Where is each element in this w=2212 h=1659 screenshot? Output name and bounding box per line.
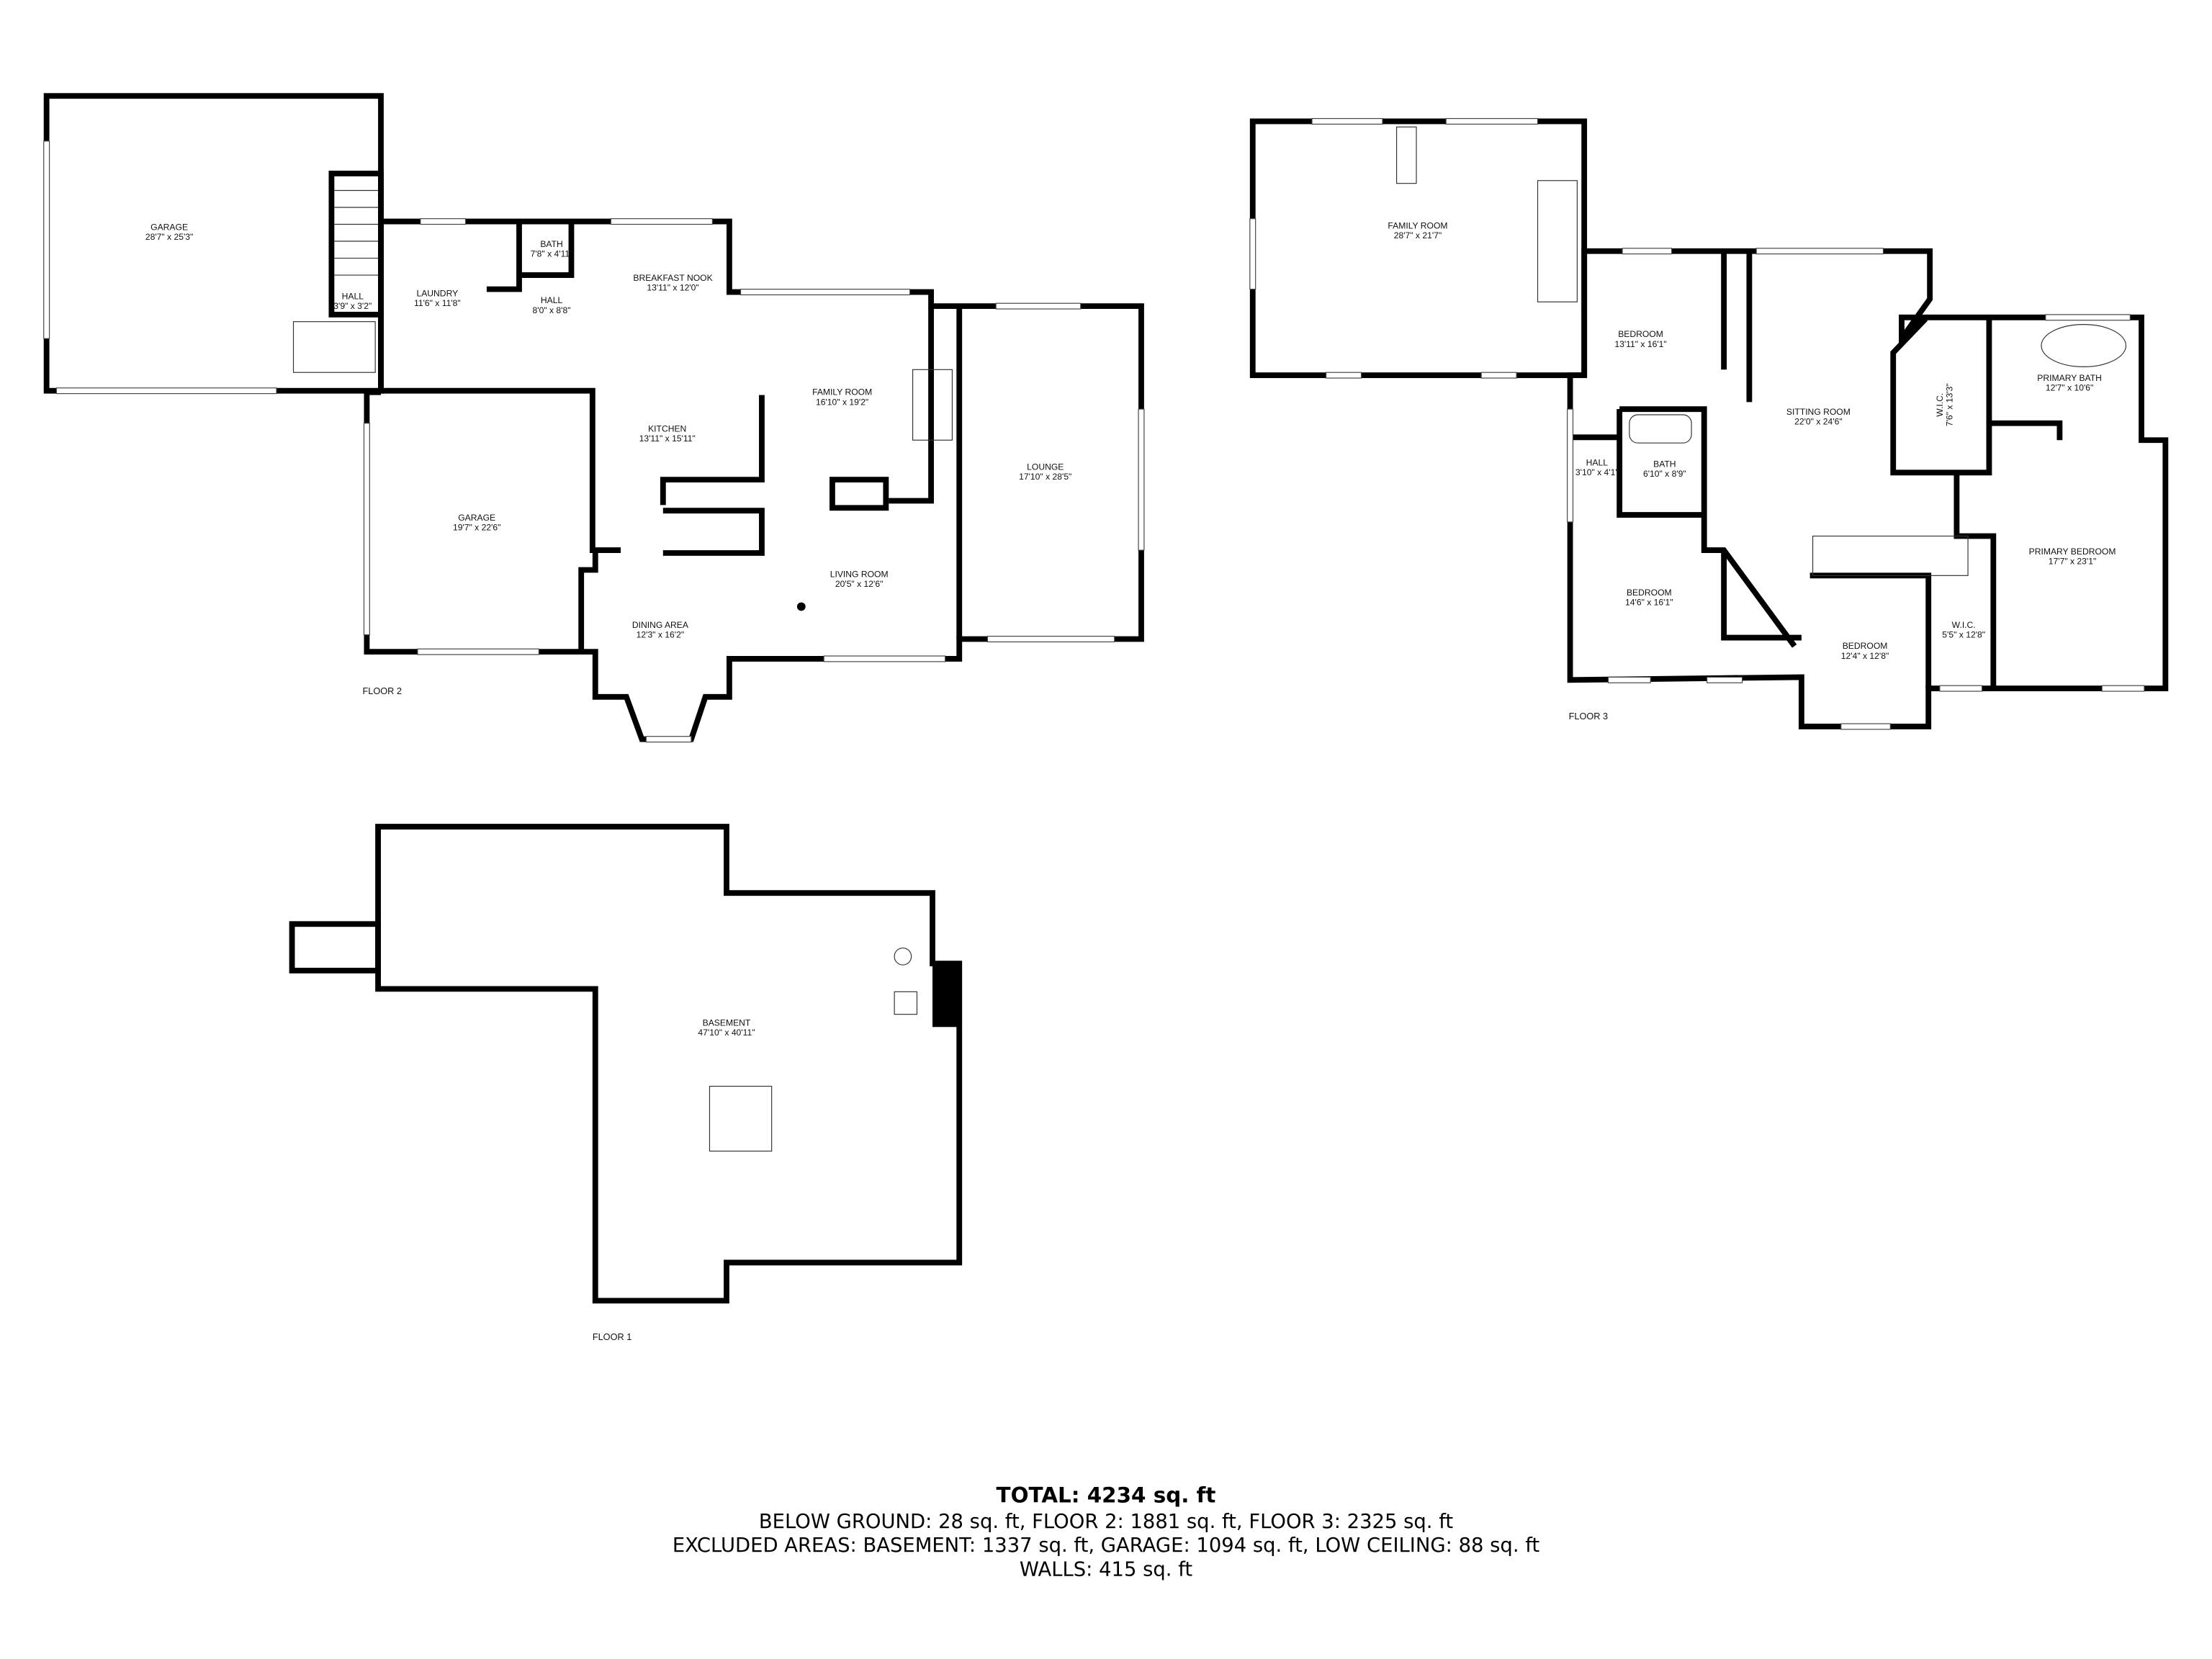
room-dims: 20'5" x 12'6" <box>835 579 884 589</box>
total-area: TOTAL: 4234 sq. ft <box>997 1483 1216 1508</box>
room-name: PRIMARY BEDROOM <box>2029 547 2116 557</box>
interior-wall <box>518 221 575 278</box>
room-name: BASEMENT <box>703 1017 751 1028</box>
fireplace <box>912 369 953 441</box>
cabinet <box>830 477 889 511</box>
room-labels-floor-3: FAMILY ROOM 28'7" x 21'7" BEDROOM 13'11"… <box>1388 220 2116 721</box>
room-dims: 6'10" x 8'9" <box>1643 469 1686 479</box>
bathtub <box>2041 324 2127 367</box>
windows <box>1249 117 2145 730</box>
area-summary: TOTAL: 4234 sq. ft BELOW GROUND: 28 sq. … <box>673 1483 1540 1581</box>
interior-wall <box>662 508 765 556</box>
room-name: BATH <box>540 239 562 249</box>
room-labels-floor-1: BASEMENT 47'10" x 40'11" FLOOR 1 <box>593 1017 755 1342</box>
room-dims: 3'9" x 3'2" <box>333 301 372 311</box>
floor-1-plan: BASEMENT 47'10" x 40'11" FLOOR 1 <box>289 824 963 1342</box>
room-name: BEDROOM <box>1627 588 1672 598</box>
room-name: HALL <box>541 295 563 305</box>
stairs <box>1537 180 1578 302</box>
floor-3-plan: FAMILY ROOM 28'7" x 21'7" BEDROOM 13'11"… <box>1249 117 2169 730</box>
room-name: HALL <box>1586 458 1609 468</box>
interior-wall <box>1721 550 1802 641</box>
room-name: HALL <box>342 291 364 301</box>
room-name: SITTING ROOM <box>1786 407 1851 417</box>
room-name: DINING AREA <box>632 620 689 630</box>
room-dims: 13'11" x 15'11" <box>639 433 696 444</box>
room-name: BEDROOM <box>1618 329 1663 339</box>
column <box>796 602 806 611</box>
chimney <box>932 963 960 1028</box>
floor-label: FLOOR 3 <box>1569 711 1608 721</box>
room-dims: 12'3" x 16'2" <box>637 630 685 640</box>
room-dims: 8'0" x 8'8" <box>533 305 571 315</box>
floor-1-outer-wall <box>375 824 963 1304</box>
room-dims: 19'7" x 22'6" <box>453 523 501 533</box>
room-name: LOUNGE <box>1027 462 1064 472</box>
room-name: W.I.C. <box>1935 393 1945 417</box>
room-dims: 7'8" x 4'11" <box>531 249 573 259</box>
room-dims: 22'0" x 24'6" <box>1794 417 1843 427</box>
interior-wall <box>1809 572 1932 689</box>
walls-area: WALLS: 415 sq. ft <box>1020 1558 1193 1581</box>
room-dims: 13'11" x 16'1" <box>1614 339 1666 349</box>
interior-wall <box>1619 406 1797 648</box>
room-dims: 16'10" x 19'2" <box>816 397 868 407</box>
room-name: FAMILY ROOM <box>812 387 872 397</box>
floor-label: FLOOR 2 <box>363 685 402 696</box>
room-dims: 7'6" x 13'3" <box>1945 383 1955 426</box>
skylight <box>1396 126 1417 184</box>
interior-wall <box>1954 472 1997 689</box>
room-name: LIVING ROOM <box>830 569 889 579</box>
stair-walls <box>289 921 381 974</box>
room-dims: 13'11" x 12'0" <box>647 283 698 293</box>
room-name: KITCHEN <box>648 424 686 434</box>
room-name: GARAGE <box>150 222 188 232</box>
water-heater-icon <box>894 947 912 966</box>
room-dims: 3'10" x 4'1" <box>1575 467 1619 477</box>
stairs <box>709 1085 773 1152</box>
stairs <box>1812 535 1969 576</box>
excluded-areas: EXCLUDED AREAS: BASEMENT: 1337 sq. ft, G… <box>673 1534 1540 1557</box>
room-dims: 28'7" x 21'7" <box>1394 230 1442 240</box>
room-name: FAMILY ROOM <box>1388 220 1447 230</box>
furnace <box>894 991 918 1015</box>
room-name: GARAGE <box>458 513 495 523</box>
room-dims: 14'6" x 16'1" <box>1625 597 1673 607</box>
room-labels-floor-2: GARAGE 28'7" x 25'3" HALL 3'9" x 3'2" LA… <box>145 222 1072 696</box>
room-dims: 12'4" x 12'8" <box>1841 651 1889 661</box>
room-dims: 11'6" x 11'8" <box>414 298 461 308</box>
room-name: W.I.C. <box>1952 620 1976 630</box>
interior-wall <box>578 550 598 652</box>
room-name: BATH <box>1653 459 1676 469</box>
interior-wall <box>486 221 522 292</box>
family-room-walls <box>1249 118 1588 379</box>
stairs <box>292 189 379 373</box>
room-dims: 5'5" x 12'8" <box>1942 630 1985 640</box>
floor-2-plan: GARAGE 28'7" x 25'3" HALL 3'9" x 3'2" LA… <box>43 93 1145 743</box>
fireplace-wall <box>889 307 934 504</box>
floor-label: FLOOR 1 <box>593 1331 631 1342</box>
interior-wall <box>378 221 621 553</box>
windows <box>43 140 1145 743</box>
floor-3-outer-wall <box>1567 248 2169 729</box>
bathtub <box>1629 414 1692 444</box>
interior-wall <box>1617 409 1704 518</box>
room-dims: 47'10" x 40'11" <box>698 1028 755 1038</box>
wic-wall <box>1890 317 2063 476</box>
room-dims: 28'7" x 25'3" <box>145 232 194 242</box>
room-name: PRIMARY BATH <box>2037 373 2102 383</box>
room-dims: 17'7" x 23'1" <box>2049 557 2097 567</box>
room-dims: 12'7" x 10'6" <box>2046 383 2094 393</box>
floor-areas: BELOW GROUND: 28 sq. ft, FLOOR 2: 1881 s… <box>759 1511 1454 1533</box>
room-name: BEDROOM <box>1843 641 1888 651</box>
kitchen-counter-wall <box>660 395 765 505</box>
room-name: BREAKFAST NOOK <box>633 273 712 283</box>
room-dims: 17'10" x 28'5" <box>1019 472 1071 482</box>
room-name: LAUNDRY <box>416 288 458 298</box>
